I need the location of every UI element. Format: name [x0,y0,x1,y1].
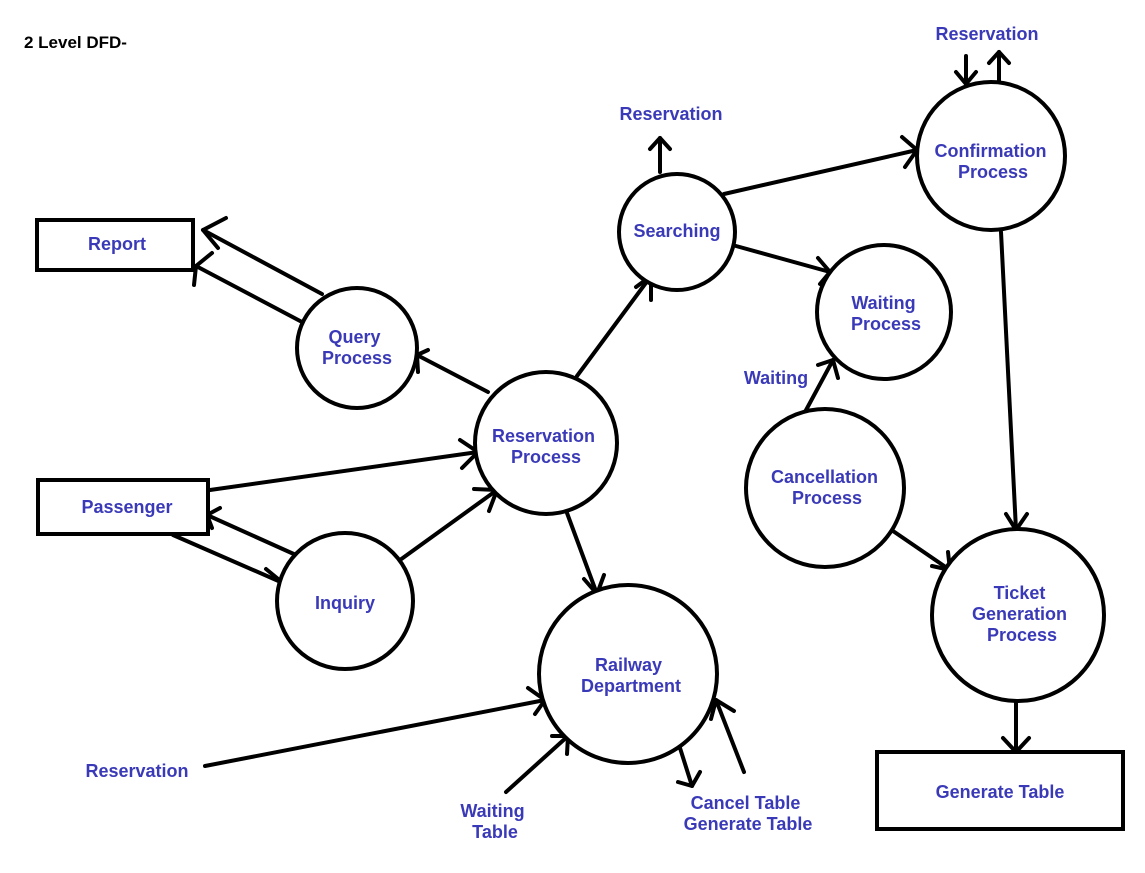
flow-searching-to-waiting [734,244,832,274]
entity-generate-table-label: Generate Table [936,782,1065,802]
process-railway: Railway Department [537,583,719,765]
arrow-head [709,698,736,721]
flow-reservation-to-searching [575,274,653,378]
process-ticket: Ticket Generation Process [930,527,1106,703]
flow-reservation-to-railway [565,511,599,596]
process-inquiry: Inquiry [275,531,415,671]
arrow-head [201,216,228,250]
flow-inquiry-to-passenger [205,513,298,557]
flow-label-waiting-table: Waiting Table [460,801,529,842]
process-inquiry-label: Inquiry [315,593,375,613]
flow-inquiry-to-reservation [398,488,499,562]
page-title: 2 Level DFD- [24,33,127,52]
process-reservation: Reservation Process [473,370,619,516]
flow-query-to-report-upper [201,228,324,296]
flow-cancel-table-to-railway [714,698,746,774]
flow-label-reservation-top-right: Reservation [935,24,1038,44]
flow-confirmation-to-ticket [999,230,1018,532]
arrow-head [816,358,840,380]
entity-passenger-label: Passenger [81,497,172,517]
entity-report: Report [35,218,195,272]
process-query: Query Process [295,286,419,410]
process-cancellation: Cancellation Process [744,407,906,569]
process-query-label: Query Process [322,327,392,368]
flow-searching-to-confirmation [722,148,919,196]
process-confirmation: Confirmation Process [915,80,1067,232]
process-waiting-label: Waiting Process [851,293,921,334]
flow-cancellation-to-waiting [803,358,835,414]
process-railway-label: Railway Department [581,655,681,696]
process-cancellation-label: Cancellation Process [771,467,883,508]
flow-label-cancel-generate-table: Cancel Table Generate Table [684,793,813,834]
flow-label-reservation-top-mid: Reservation [619,104,722,124]
arrow-head [987,50,1011,65]
entity-report-label: Report [88,234,146,254]
flow-query-to-report-lower [194,264,304,324]
data-flows [171,50,1031,794]
process-searching-label: Searching [633,221,720,241]
flow-label-waiting: Waiting [744,368,808,388]
entity-passenger: Passenger [36,478,210,536]
arrow-head [648,136,672,151]
arrow-head [192,251,214,287]
process-reservation-label: Reservation Process [492,426,600,467]
arrow-head [676,770,702,788]
process-confirmation-label: Confirmation Process [934,141,1051,182]
process-ticket-label: Ticket Generation Process [972,583,1072,645]
flow-reservation-input-to-railway [203,698,547,768]
process-searching: Searching [617,172,737,292]
flow-passenger-to-reservation [208,450,480,492]
arrow-head [954,70,978,86]
flow-passenger-to-inquiry [171,533,285,585]
process-waiting: Waiting Process [815,243,953,381]
flow-label-reservation-bottom-left: Reservation [85,761,188,781]
flow-cancellation-to-ticket [891,529,952,572]
entity-generate-table: Generate Table [875,750,1125,831]
flow-waiting-table-to-railway [504,734,570,794]
flow-railway-to-cancel-table [678,746,694,788]
flow-reservation-to-query [415,353,490,394]
